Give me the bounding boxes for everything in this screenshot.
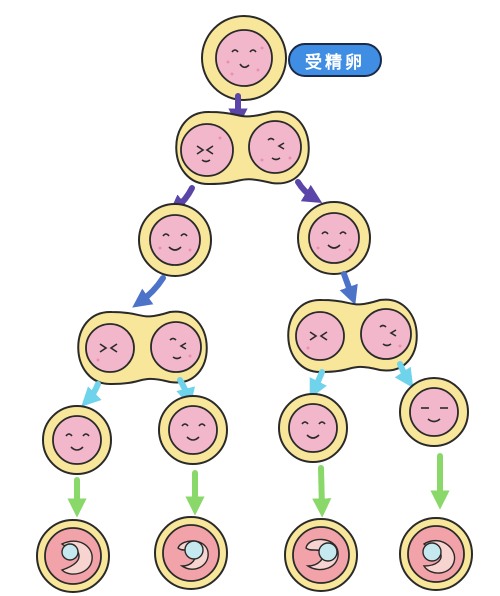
cell-gen4-4 (399, 377, 469, 447)
cell-gen4-1 (42, 405, 112, 475)
two-cell-embryo-right (287, 298, 418, 374)
blastocyst-1 (36, 519, 110, 593)
blastocyst-3 (284, 518, 358, 592)
blastocyst-4 (399, 517, 473, 591)
cell-gen4-2 (158, 395, 228, 465)
cell-gen4-3 (278, 393, 348, 463)
arrow-right-gen3 (339, 271, 358, 306)
arrow-left-gen3 (132, 275, 166, 308)
fertilized-egg-label: 受精卵 (288, 43, 382, 77)
arrow-blast-3 (312, 465, 332, 518)
arrow-split-2 (176, 377, 195, 408)
cell-right-gen2 (297, 201, 371, 275)
arrow-right-gen2 (295, 179, 323, 203)
two-cell-embryo (175, 110, 310, 186)
arrow-split-1 (81, 381, 102, 407)
cell-left-gen2 (138, 203, 212, 277)
zygote-cell (201, 15, 287, 101)
blastocyst-2 (154, 516, 228, 590)
fertilized-egg-label-text: 受精卵 (305, 52, 365, 73)
arrow-split-4 (394, 361, 414, 388)
arrow-split-3 (309, 369, 327, 399)
two-cell-embryo-left (77, 310, 208, 386)
